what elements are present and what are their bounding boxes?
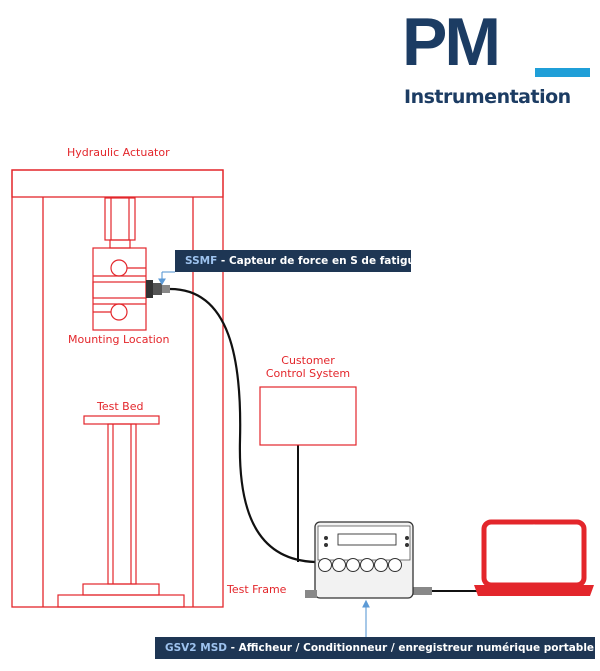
customer-control-system-label: Customer Control System [265, 354, 351, 380]
pm-instrumentation-logo: PM Instrumentation [402, 8, 592, 118]
hydraulic-actuator-label: Hydraulic Actuator [67, 146, 170, 159]
ssmf-callout-key: SSMF [185, 255, 218, 267]
ssmf-callout: SSMF - Capteur de force en S de fatigue [175, 250, 422, 272]
logo-sub-text: Instrumentation [404, 86, 571, 108]
gsv2-callout: GSV2 MSD - Afficheur / Conditionneur / e… [155, 637, 595, 659]
display-unit-icon [305, 521, 414, 599]
gsv2-pointer [362, 599, 370, 637]
test-bed-label: Test Bed [97, 400, 144, 413]
customer-control-system-box [259, 386, 357, 446]
mounting-location-label: Mounting Location [68, 333, 170, 346]
test-bed [57, 415, 185, 608]
gsv2-callout-key: GSV2 MSD [165, 642, 227, 654]
actuator-rod [104, 197, 136, 249]
test-frame-label: Test Frame [227, 583, 287, 596]
logo-main-text: PM [402, 4, 501, 80]
ssmf-callout-text: - Capteur de force en S de fatigue [217, 255, 423, 267]
load-cell-cable [169, 287, 316, 564]
ssmf-pointer [158, 271, 175, 286]
load-cell-icon [92, 247, 147, 331]
logo-accent-bar [535, 68, 590, 77]
laptop-icon [474, 519, 594, 596]
test-frame [11, 169, 224, 608]
gsv2-callout-text: - Afficheur / Conditionneur / enregistre… [227, 642, 595, 654]
connector-icon [146, 280, 170, 298]
